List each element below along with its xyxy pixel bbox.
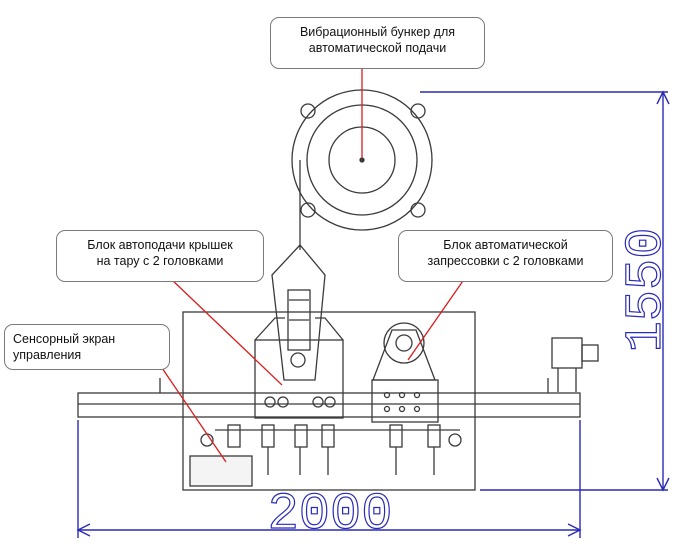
conveyor-rail bbox=[77, 392, 581, 418]
base-plate bbox=[182, 311, 476, 491]
callout-press-line1: Блок автоматической bbox=[443, 238, 568, 252]
drawing-lines bbox=[77, 89, 599, 491]
press-block bbox=[371, 379, 439, 423]
touch-screen bbox=[189, 455, 253, 487]
hopper-foot bbox=[300, 103, 316, 119]
dimension-width-label: 2000 bbox=[268, 485, 393, 544]
leader-cap-feed bbox=[169, 277, 283, 386]
leader-touch-screen bbox=[159, 364, 227, 463]
leader-press bbox=[407, 277, 466, 361]
callout-touch-screen-line1: Сенсорный экран bbox=[13, 332, 116, 346]
dimension-lines bbox=[76, 90, 670, 538]
callout-touch-screen: Сенсорный экран управления bbox=[4, 324, 170, 370]
callout-hopper-line2: автоматической подачи bbox=[308, 41, 447, 55]
leader-lines bbox=[159, 68, 466, 463]
callout-touch-screen-line2: управления bbox=[13, 348, 82, 362]
callout-press: Блок автоматической запрессовки с 2 голо… bbox=[398, 230, 613, 282]
callout-hopper: Вибрационный бункер для автоматической п… bbox=[270, 17, 485, 69]
feed-chute bbox=[271, 244, 326, 381]
callout-cap-feed: Блок автоподачи крышек на тару с 2 голов… bbox=[56, 230, 264, 282]
end-motor bbox=[551, 337, 583, 369]
callout-cap-feed-line1: Блок автоподачи крышек bbox=[87, 238, 233, 252]
callout-press-line2: запрессовки с 2 головками bbox=[427, 254, 584, 268]
press-cylinder bbox=[383, 322, 425, 364]
callout-hopper-line1: Вибрационный бункер для bbox=[299, 25, 456, 39]
cap-feed-block bbox=[254, 339, 344, 419]
press-housing bbox=[372, 329, 436, 381]
callout-cap-feed-line2: на тару с 2 головками bbox=[96, 254, 224, 268]
dimension-height-label: 1550 bbox=[617, 228, 676, 353]
